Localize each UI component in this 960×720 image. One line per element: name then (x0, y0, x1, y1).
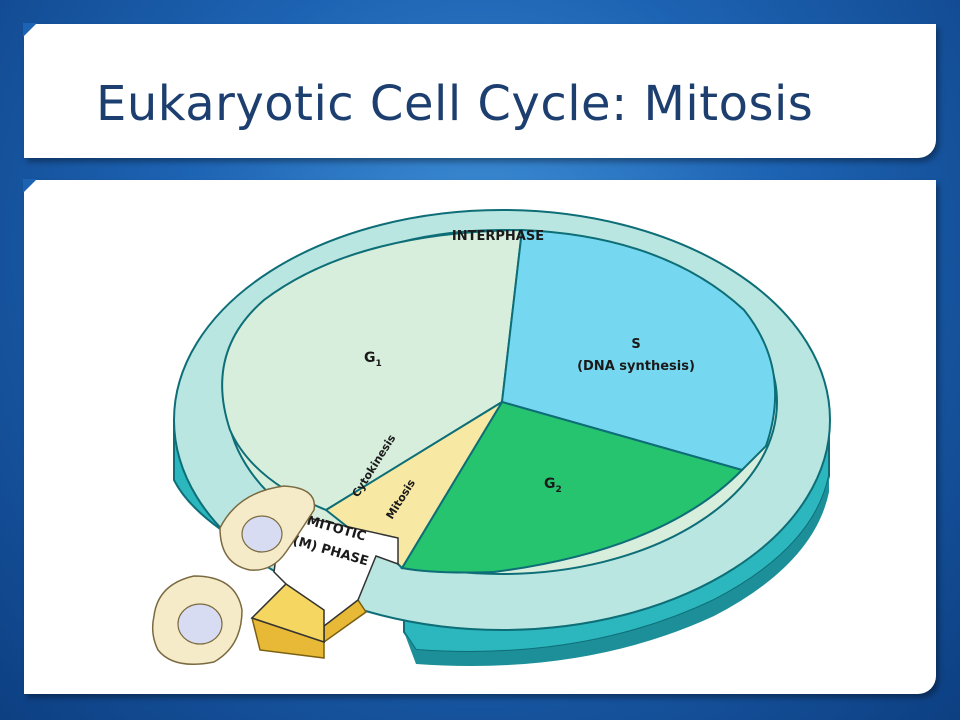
title-panel: Eukaryotic Cell Cycle: Mitosis (23, 23, 936, 158)
s-sector (500, 228, 777, 472)
g2-subscript: 2 (556, 485, 562, 495)
g2-letter: G (544, 476, 556, 492)
g1-sector (221, 228, 524, 512)
s-label: S (631, 337, 640, 352)
s-sub-label: (DNA synthesis) (577, 359, 695, 374)
g2-label: G2 (544, 476, 562, 495)
interphase-label: INTERPHASE (452, 229, 544, 244)
g2-sector (400, 400, 744, 574)
content-panel: INTERPHASE G1 S (DNA synthesis) G2 Cytok… (23, 179, 936, 694)
daughter-cell-lower-nucleus (177, 603, 223, 645)
exit-arrow-tip (250, 583, 325, 644)
daughter-cell-upper-nucleus (241, 515, 283, 553)
cell-cycle-diagram: INTERPHASE G1 S (DNA synthesis) G2 Cytok… (151, 209, 831, 666)
g1-label: G1 (364, 350, 382, 369)
g1-letter: G (364, 350, 376, 366)
slide-title: Eukaryotic Cell Cycle: Mitosis (96, 76, 814, 132)
g1-subscript: 1 (376, 359, 382, 369)
